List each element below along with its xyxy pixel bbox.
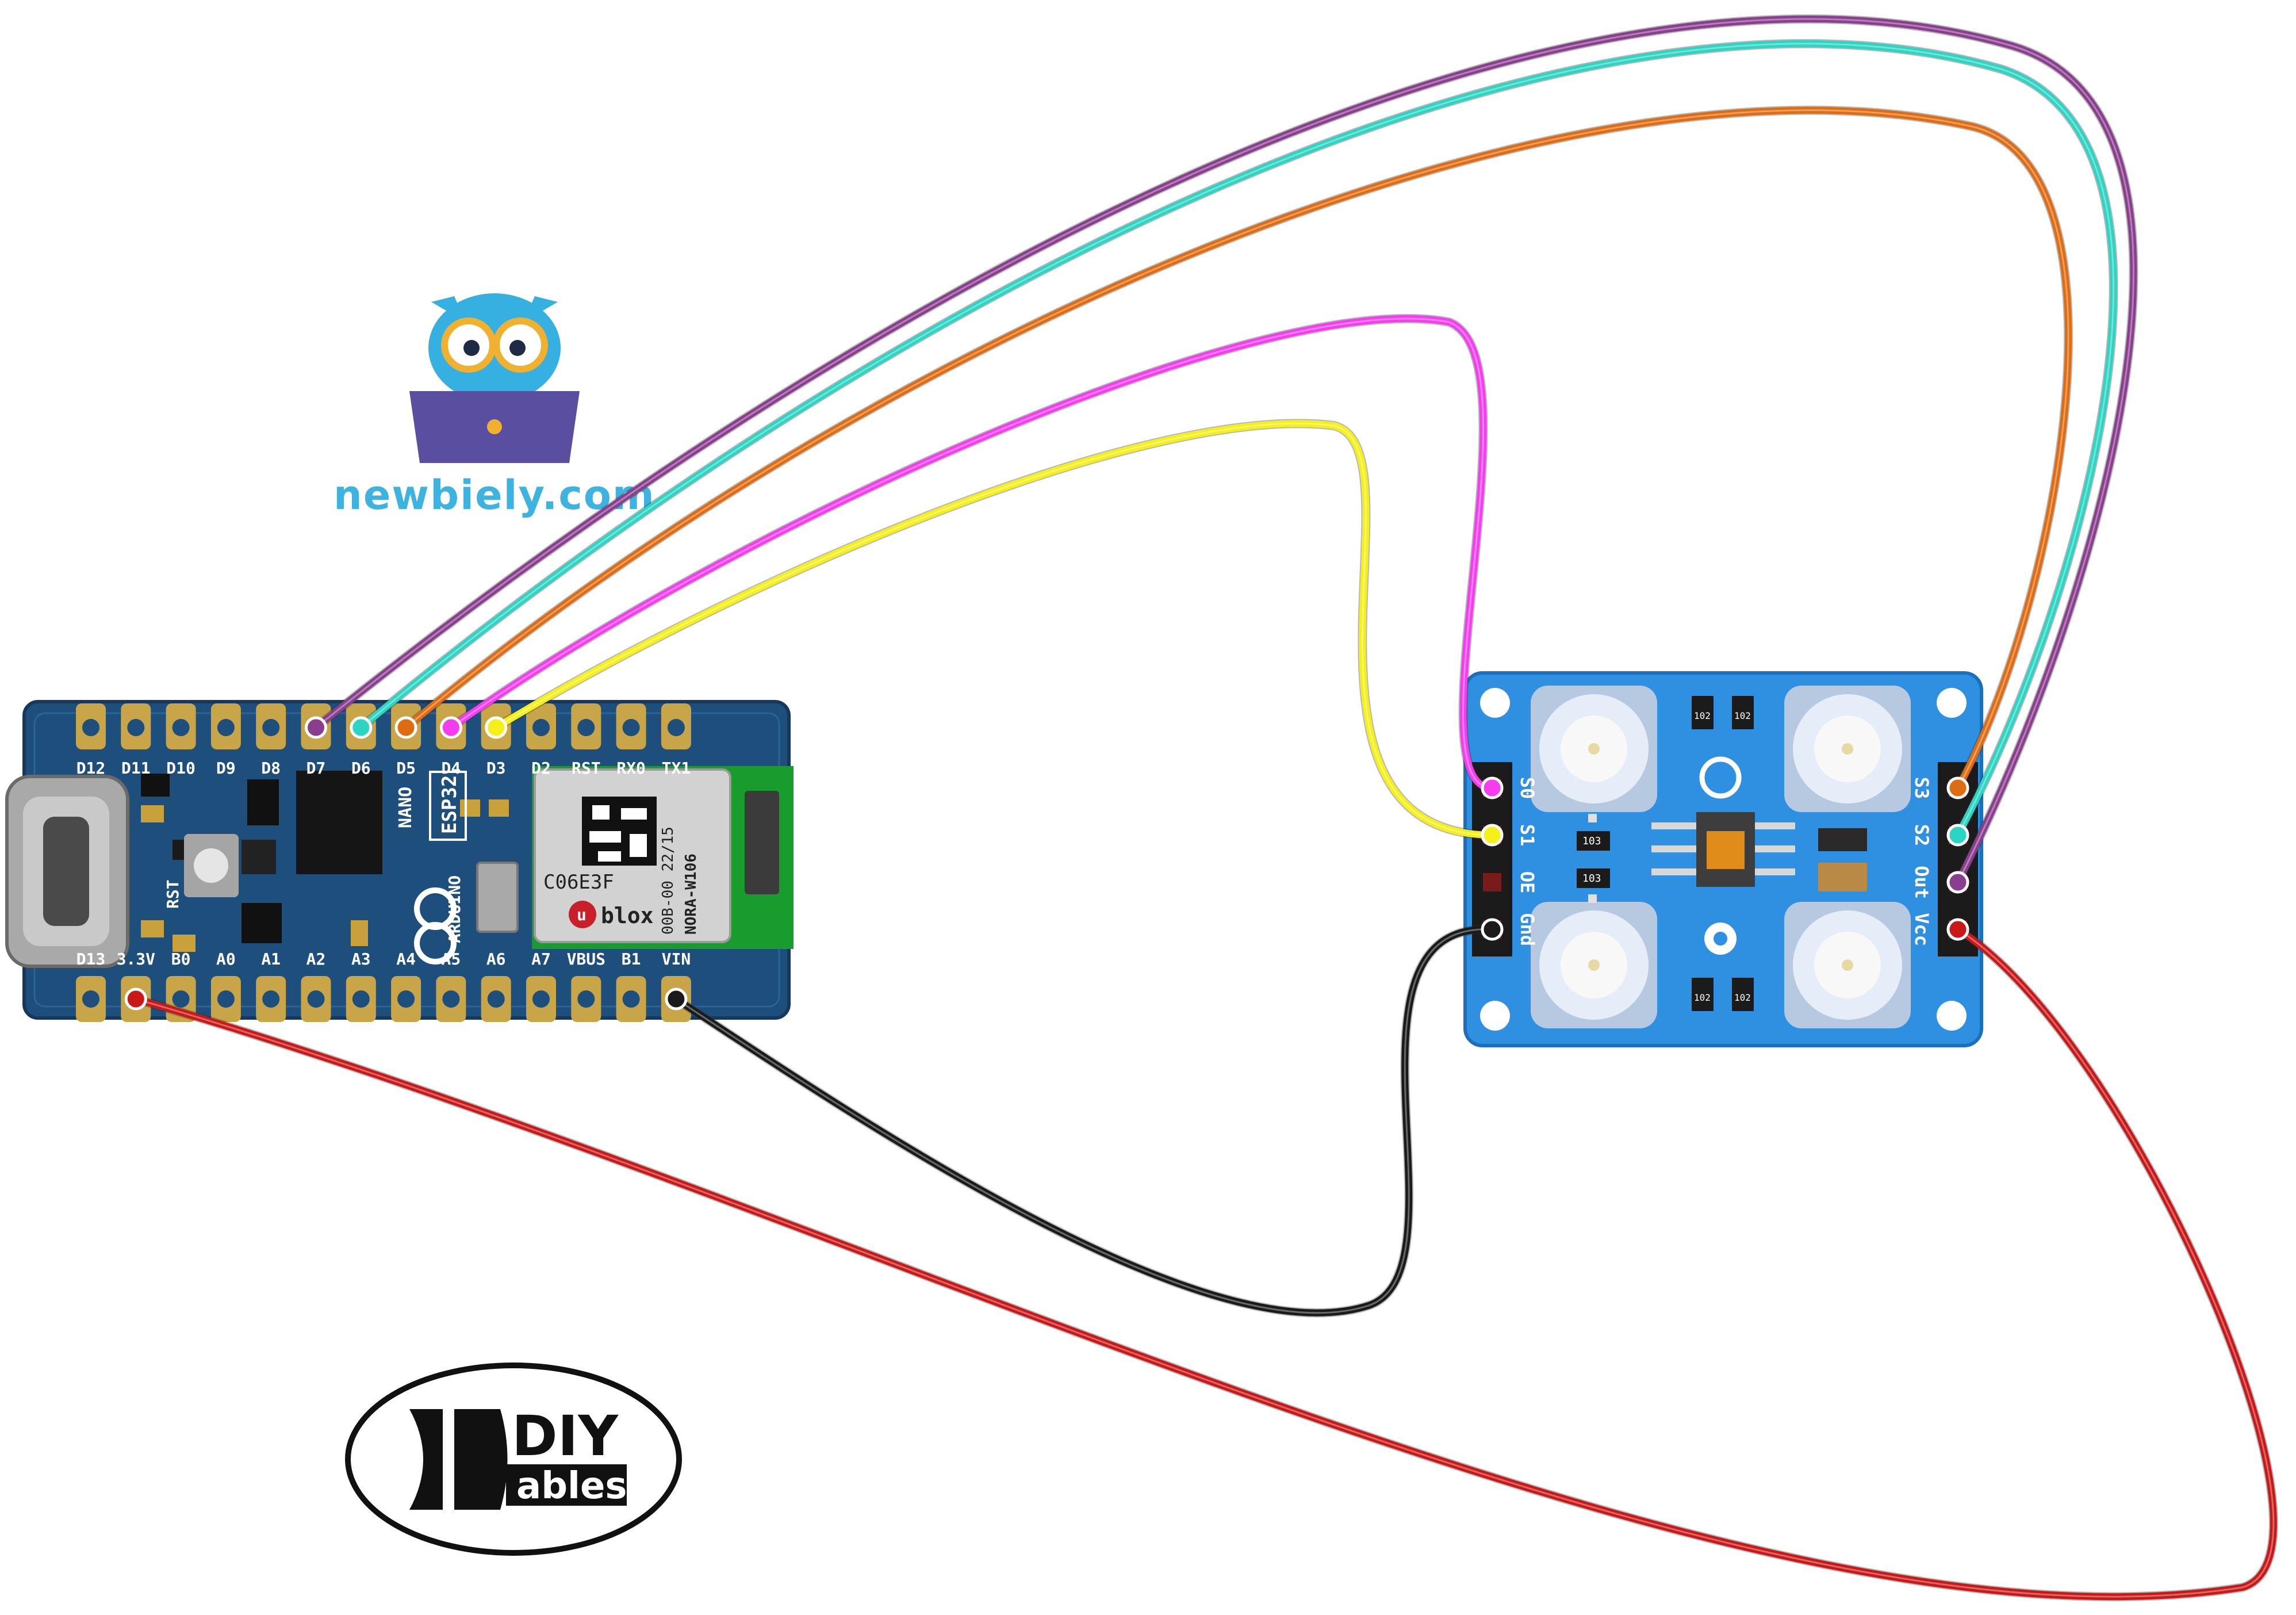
board-pin-label: D10 [166,759,196,778]
board-pin-label: A5 [442,950,461,969]
sensor-pin-label: S0 [1516,777,1538,799]
board-pin-label: D11 [121,759,151,778]
module-name: NORA-W106 [683,854,700,935]
board-pin-label: D6 [351,759,371,778]
sensor-smd-parts [1577,696,1867,1011]
resistor-code-5: 102 [1694,992,1711,1003]
board-pin-label: RX0 [616,759,646,778]
wire-d4-to-s0 [439,313,1504,799]
module-brand: blox [601,903,654,928]
board-pin-label: A1 [261,950,281,969]
tcs3200-chip [1651,812,1795,887]
sensor-pin-label: Vcc [1911,913,1933,946]
white-led-bottom-left [1531,902,1657,1028]
board-pin-d11: D11 [121,703,151,778]
board-pin-a3: A3 [346,950,376,1022]
arduino-logo-icon [414,887,457,965]
diyables-logo-sub-text: ables [516,1465,627,1507]
board-pin-rst: RST [571,703,601,778]
white-led-bottom-right [1784,902,1911,1028]
wire-d3-to-s1 [485,419,1504,847]
board-pin-label: D3 [486,759,506,778]
board-pin-33v: 3.3V [117,950,156,1022]
wire-33v-to-vcc [124,918,2278,1602]
open-hardware-icon [1699,756,1742,955]
board-pin-label: D12 [76,759,106,778]
sensor-pin-label: Gnd [1516,913,1538,946]
board-pin-label: TX1 [662,759,691,778]
diyables-logo [345,1363,682,1556]
rst-button-label: RST [163,879,182,909]
board-pin-label: VBUS [567,950,605,969]
board-pin-a4: A4 [391,950,421,1022]
board-pin-label: B1 [622,950,641,969]
sensor-pin-oe: OE [1483,871,1538,894]
board-pin-d12: D12 [76,703,106,778]
board-pin-a2: A2 [301,950,331,1022]
resistor-code-4: 103 [1582,872,1601,885]
board-pin-b1: B1 [616,950,646,1022]
arduino-nano-esp32-board: RST NANO ESP32 ARDUINO u C06E3F blox 00B… [5,700,794,1022]
resistor-code-6: 102 [1734,992,1751,1003]
board-pin-label: A4 [396,950,416,969]
board-pin-label: D2 [531,759,551,778]
board-pin-label: 3.3V [117,950,156,969]
reset-button[interactable] [184,834,239,897]
ublox-module: u [532,766,794,949]
owl-logo-icon [409,293,580,463]
board-pin-label: D13 [76,950,106,969]
board-pin-a7: A7 [526,950,556,1022]
wire-d5-to-s3 [394,105,2073,799]
board-pin-label: A3 [351,950,371,969]
board-pin-label: A7 [531,950,551,969]
board-pin-label: D9 [216,759,236,778]
board-pin-label: A0 [216,950,236,969]
nano-label: NANO [396,787,416,828]
board-pin-rx0: RX0 [616,703,646,778]
board-pin-d9: D9 [210,703,241,778]
sensor-pin-label: S1 [1516,824,1538,847]
resistor-code-2: 102 [1734,710,1751,721]
board-pin-label: A6 [486,950,506,969]
board-pin-label: B0 [171,950,191,969]
diyables-logo-main-text: DIY [512,1404,619,1468]
board-pin-label: A2 [306,950,326,969]
board-pin-label: D5 [396,759,416,778]
wire-d7-to-out [305,14,2138,894]
board-pin-vbus: VBUS [567,950,605,1022]
resistor-code-3: 103 [1582,835,1601,847]
sensor-pin-label: S2 [1911,824,1933,847]
board-pin-a0: A0 [210,950,241,1022]
board-pin-a6: A6 [481,950,511,1022]
sensor-pin-label: Out [1911,866,1933,899]
board-pin-label: D8 [261,759,281,778]
white-led-top-left [1531,686,1657,812]
board-pin-label: D4 [442,759,461,778]
board-pin-label: VIN [662,950,691,969]
board-pin-a1: A1 [256,950,286,1022]
usb-c-connector [5,775,129,968]
board-pin-d2: D2 [526,703,556,778]
white-led-top-right [1784,686,1911,812]
wire-vin-to-gnd [665,918,1504,1318]
module-id: 00B-00 22/15 [660,826,677,935]
wire-d6-to-s2 [350,39,2118,847]
sensor-pin-label: S3 [1911,777,1933,799]
board-pin-d13: D13 [76,950,106,1022]
resistor-code-1: 102 [1694,710,1711,721]
board-pin-label: RST [572,759,601,778]
wires [124,14,2278,1602]
sensor-pin-label: OE [1516,871,1538,894]
module-code: C06E3F [543,871,614,894]
esp32-label: ESP32 [438,775,461,834]
board-pin-d10: D10 [166,703,196,778]
board-pin-d8: D8 [256,703,286,778]
board-pin-label: D7 [306,759,326,778]
board-pin-a5: A5 [436,950,466,1022]
svg-text:u: u [577,905,587,924]
board-pin-tx1: TX1 [661,703,691,778]
